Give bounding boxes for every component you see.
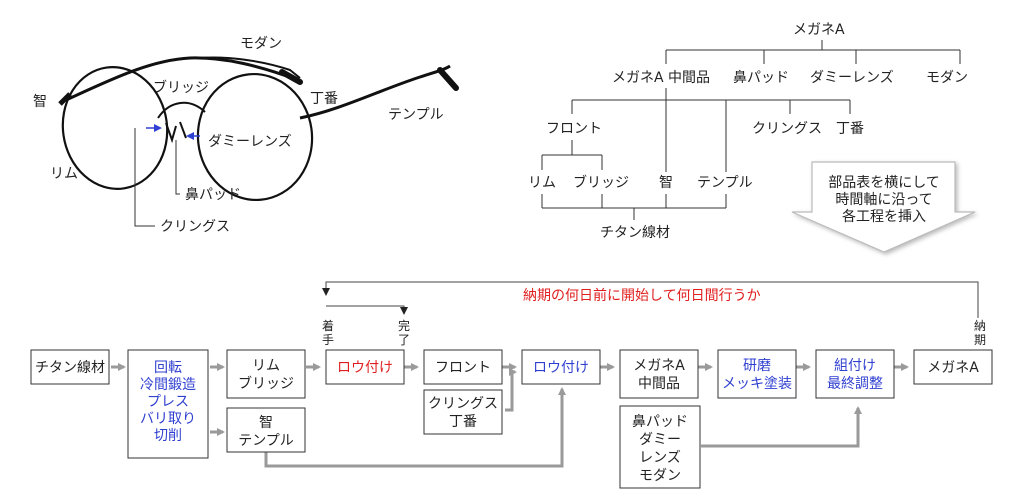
start-label-0: 着 bbox=[322, 318, 334, 333]
label-bridge: ブリッジ bbox=[153, 79, 209, 96]
due-label-1: 期 bbox=[974, 333, 986, 347]
front-text: フロント bbox=[435, 360, 491, 376]
bom-root: メガネA bbox=[793, 22, 845, 38]
timeline: 納期の何日前に開始して何日間行うか 着 手 完 了 納 期 bbox=[322, 281, 986, 347]
moden-tip-back bbox=[279, 69, 303, 85]
forming-step-4: 切削 bbox=[154, 428, 182, 444]
end-label-0: 完 bbox=[398, 318, 410, 333]
bom-level3-0: リム bbox=[528, 175, 556, 191]
bom-level1-2: ダミーレンズ bbox=[810, 70, 894, 86]
box-brazing-2 bbox=[521, 349, 601, 385]
bom-level3-1: ブリッジ bbox=[573, 174, 629, 191]
box-chi-temple bbox=[226, 407, 306, 453]
parts-text-2: レンズ bbox=[639, 450, 681, 466]
clings-text: クリングス bbox=[428, 396, 498, 412]
label-moden: モダン bbox=[240, 36, 282, 52]
forming-step-2: プレス bbox=[147, 394, 189, 410]
duration-bracket bbox=[326, 305, 408, 315]
label-chouban: 丁番 bbox=[310, 91, 338, 107]
top-bar bbox=[65, 56, 299, 102]
nosepad-leader bbox=[175, 140, 180, 195]
box-brazing-1 bbox=[325, 349, 405, 385]
due-label-0: 納 bbox=[974, 319, 986, 333]
box-final bbox=[913, 349, 993, 385]
clings-leader bbox=[134, 128, 155, 227]
temple-text: テンプル bbox=[238, 433, 294, 449]
label-rim: リム bbox=[50, 166, 78, 182]
polish-text-0: 研磨 bbox=[743, 358, 771, 374]
brazing-2-text: ロウ付け bbox=[533, 360, 589, 376]
nosepad-shape bbox=[165, 122, 177, 144]
chouban-text: 丁番 bbox=[449, 414, 477, 430]
parts-text-1: ダミー bbox=[639, 432, 681, 448]
callout-line-0: 部品表を横にして bbox=[828, 175, 940, 191]
bom-level1-3: モダン bbox=[926, 70, 968, 86]
intermediate-text-1: 中間品 bbox=[638, 376, 680, 392]
final-text: メガネA bbox=[927, 360, 979, 376]
assembly-text-1: 最終調整 bbox=[827, 376, 883, 392]
callout-line-2: 各工程を挿入 bbox=[842, 209, 926, 225]
box-material-text: チタン線材 bbox=[35, 360, 105, 376]
brazing-1-text: ロウ付け bbox=[337, 360, 393, 376]
box-intermediate bbox=[619, 349, 699, 399]
callout-shape bbox=[791, 161, 976, 253]
process-arrows bbox=[111, 363, 909, 468]
process-boxes: チタン線材 回転 冷間鍛造 プレス バリ取り 切削 リム ブリッジ 智 テンプル… bbox=[30, 349, 993, 489]
forming-step-3: バリ取り bbox=[140, 411, 196, 427]
bom-front: フロント bbox=[546, 121, 602, 137]
far-temple bbox=[199, 56, 301, 79]
right-lens-rim bbox=[196, 72, 314, 202]
box-rim-bridge bbox=[226, 349, 306, 399]
chi-text: 智 bbox=[259, 415, 273, 431]
bridge-text: ブリッジ bbox=[238, 375, 294, 392]
end-label-1: 了 bbox=[398, 333, 410, 347]
bom-clings: クリングス bbox=[752, 121, 822, 137]
label-nosepad: 鼻パッド bbox=[185, 186, 241, 203]
bom-intermediate-branch bbox=[571, 88, 851, 172]
bom-level1-0: メガネA 中間品 bbox=[612, 70, 710, 86]
start-label-1: 手 bbox=[322, 333, 334, 347]
forming-step-0: 回転 bbox=[154, 360, 182, 376]
lead-time-bracket bbox=[322, 281, 979, 318]
box-clings-chouban bbox=[423, 389, 503, 435]
left-endpiece bbox=[58, 92, 72, 106]
moden-tip-front bbox=[437, 67, 459, 91]
bom-front-branch bbox=[541, 140, 603, 170]
forming-step-1: 冷間鍛造 bbox=[140, 377, 196, 393]
bom-level3-2: 智 bbox=[659, 175, 673, 191]
glasses-illustration bbox=[58, 56, 459, 227]
box-assembly bbox=[815, 349, 895, 399]
nosepad-shape-2 bbox=[179, 121, 187, 139]
parts-text-0: 鼻パッド bbox=[632, 413, 688, 430]
box-front bbox=[423, 349, 503, 385]
bom-tree: メガネA メガネA 中間品 鼻パッド ダミーレンズ モダン フロント クリングス… bbox=[528, 22, 968, 241]
bridge-line bbox=[157, 102, 206, 119]
bom-root-branch bbox=[665, 40, 961, 64]
label-temple: テンプル bbox=[388, 107, 444, 123]
bom-material: チタン線材 bbox=[600, 225, 670, 241]
box-parts bbox=[619, 405, 701, 489]
box-material bbox=[30, 349, 110, 385]
box-polish bbox=[717, 349, 797, 399]
callout-arrow: 部品表を横にして 時間軸に沿って 各工程を挿入 bbox=[791, 161, 976, 253]
label-chi: 智 bbox=[33, 94, 47, 110]
label-clings: クリングス bbox=[160, 219, 230, 235]
left-lens-rim bbox=[61, 66, 169, 190]
callout-line-1: 時間軸に沿って bbox=[835, 192, 932, 208]
lead-time-text: 納期の何日前に開始して何日間行うか bbox=[523, 287, 761, 304]
bom-level1-1: 鼻パッド bbox=[733, 69, 789, 86]
assembly-text-0: 組付け bbox=[834, 358, 876, 374]
intermediate-text-0: メガネA bbox=[633, 358, 685, 374]
parts-text-3: モダン bbox=[639, 468, 681, 484]
polish-text-1: メッキ塗装 bbox=[722, 375, 792, 392]
bom-chouban: 丁番 bbox=[836, 121, 864, 137]
bom-level3-3: テンプル bbox=[697, 175, 753, 191]
bom-material-branch bbox=[541, 194, 727, 220]
box-forming bbox=[127, 349, 209, 459]
rim-text: リム bbox=[252, 358, 280, 374]
label-dummy-lens: ダミーレンズ bbox=[208, 134, 292, 150]
